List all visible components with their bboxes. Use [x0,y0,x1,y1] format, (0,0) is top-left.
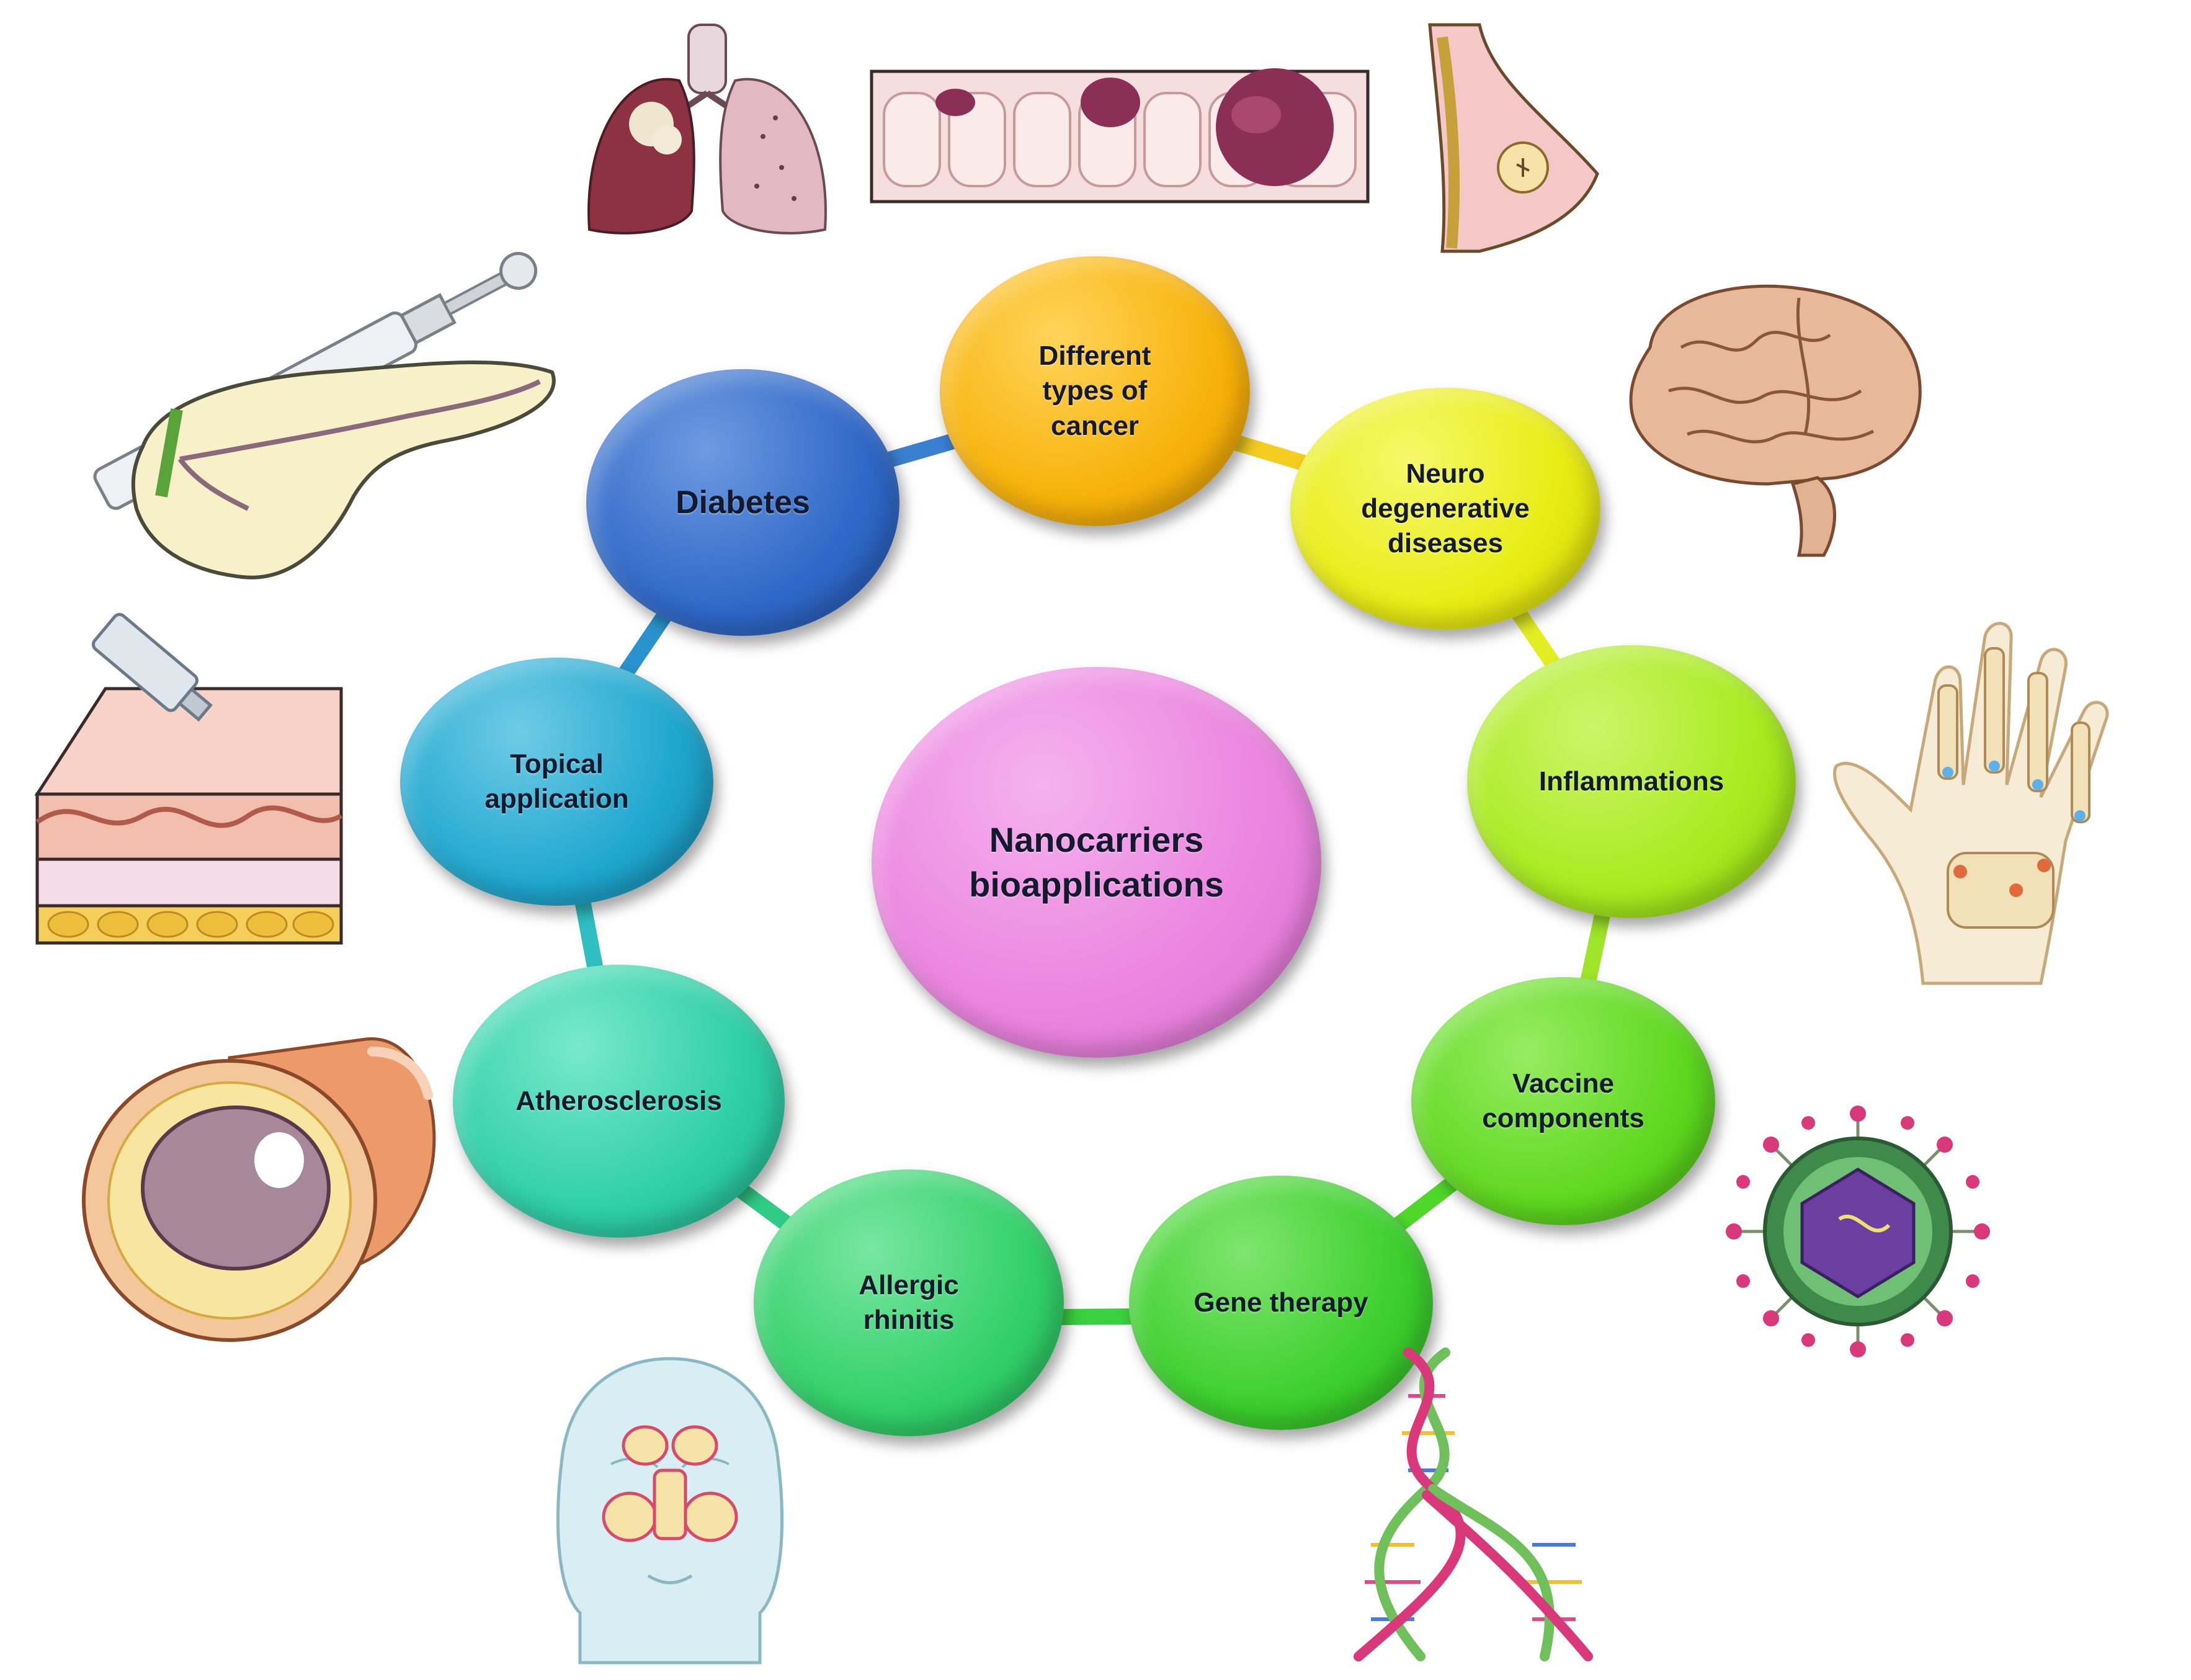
lungs-illustration [587,24,827,235]
node-inflammations: Inflammations [1467,645,1796,918]
node-cancer: Different types of cancer [940,256,1250,526]
virus-illustration [1726,1106,1990,1357]
node-vaccine: Vaccine components [1411,977,1715,1225]
node-gene-therapy: Gene therapy [1129,1176,1433,1430]
node-vaccine-label: Vaccine components [1482,1068,1644,1133]
node-inflammations-label: Inflammations [1538,766,1725,797]
node-allergic-rhinitis: Allergic rhinitis [754,1169,1064,1436]
artery-plaque-illustration [82,1037,436,1342]
arthritic-hand-illustration [1832,622,2109,985]
colon-tumor-illustration [870,68,1370,203]
node-diabetes: Diabetes [586,369,899,636]
node-neurodegenerative-label: Neuro degenerative diseases [1361,458,1530,559]
node-gene-therapy-label: Gene therapy [1194,1287,1368,1318]
pancreas-syringe-illustration [93,252,556,579]
node-neurodegenerative: Neuro degenerative diseases [1290,388,1600,630]
center-label: Nanocarriers bioapplications [969,820,1224,904]
node-topical-application: Topical application [400,658,713,906]
node-diabetes-label: Diabetes [676,484,810,521]
node-allergic-rhinitis-label: Allergic rhinitis [859,1269,959,1335]
node-atherosclerosis: Atherosclerosis [453,965,785,1238]
node-topical-application-label: Topical application [484,748,629,814]
node-cancer-label: Different types of cancer [1038,341,1151,441]
center-node: Nanocarriers bioapplications [872,667,1321,1058]
brain-illustration [1629,284,1922,557]
breast-illustration [1428,23,1599,253]
sinus-face-illustration [556,1357,784,1664]
skin-cream-illustration [34,612,343,945]
dna-helix-illustration [1354,1347,1593,1661]
node-atherosclerosis-label: Atherosclerosis [515,1085,722,1116]
